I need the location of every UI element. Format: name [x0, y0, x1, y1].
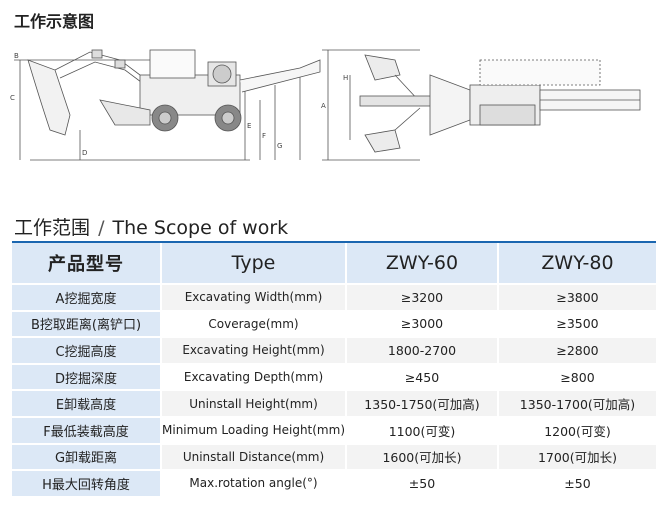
row-label-cn: H最大回转角度 — [12, 471, 162, 498]
value-zwy80: ±50 — [499, 471, 656, 498]
dim-label-g: G — [277, 142, 282, 150]
table-row: G卸载距离 Uninstall Distance(mm) 1600(可加长) 1… — [12, 444, 656, 472]
value-zwy60: 1100(可变) — [347, 417, 499, 445]
header-model: 产品型号 — [12, 243, 162, 285]
value-zwy80: ≥2800 — [499, 338, 656, 365]
dim-label-h: H — [343, 74, 348, 82]
header-zwy60: ZWY-60 — [347, 243, 499, 285]
value-zwy80: 1700(可加长) — [499, 444, 656, 472]
table-top-rule — [12, 241, 656, 244]
row-label-cn: F最低装载高度 — [12, 417, 162, 445]
row-label-cn: E卸载高度 — [12, 391, 162, 418]
value-zwy80: ≥3500 — [499, 311, 656, 339]
side-view-labels: B C D E F G — [10, 52, 282, 157]
table-row: E卸载高度 Uninstall Height(mm) 1350-1750(可加高… — [12, 391, 656, 418]
row-label-cn: G卸载距离 — [12, 444, 162, 472]
scope-title-en: The Scope of work — [112, 217, 289, 239]
value-zwy60: 1800-2700 — [347, 338, 499, 365]
header-zwy80: ZWY-80 — [499, 243, 656, 285]
table-row: A挖掘宽度 Excavating Width(mm) ≥3200 ≥3800 — [12, 285, 656, 312]
row-label-cn: C挖掘高度 — [12, 338, 162, 365]
dim-label-f: F — [262, 132, 266, 140]
side-view-drawing — [14, 49, 321, 161]
dim-label-b: B — [14, 52, 19, 60]
value-zwy60: 1350-1750(可加高) — [347, 391, 499, 418]
value-zwy80: 1200(可变) — [499, 417, 656, 445]
value-zwy80: ≥800 — [499, 364, 656, 392]
value-zwy60: ≥3000 — [347, 311, 499, 339]
value-zwy60: ±50 — [347, 471, 499, 498]
section-title-diagram: 工作示意图 — [14, 12, 95, 31]
value-zwy80: ≥3800 — [499, 285, 656, 312]
value-zwy60: ≥450 — [347, 364, 499, 392]
table-row: B挖取距离(离铲口) Coverage(mm) ≥3000 ≥3500 — [12, 311, 656, 339]
scope-title-separator: / — [98, 217, 105, 239]
header-type: Type — [162, 243, 347, 285]
table-row: C挖掘高度 Excavating Height(mm) 1800-2700 ≥2… — [12, 338, 656, 365]
value-zwy60: 1600(可加长) — [347, 444, 499, 472]
row-label-en: Excavating Depth(mm) — [162, 364, 347, 392]
spec-table: 产品型号 Type ZWY-60 ZWY-80 A挖掘宽度 Excavating… — [12, 243, 656, 498]
dim-label-c: C — [10, 94, 15, 102]
table-row: D挖掘深度 Excavating Depth(mm) ≥450 ≥800 — [12, 364, 656, 392]
row-label-cn: A挖掘宽度 — [12, 285, 162, 312]
row-label-en: Excavating Width(mm) — [162, 285, 347, 312]
dim-label-d: D — [82, 149, 87, 157]
value-zwy80: 1350-1700(可加高) — [499, 391, 656, 418]
table-header-row: 产品型号 Type ZWY-60 ZWY-80 — [12, 243, 656, 285]
dim-label-e: E — [247, 122, 251, 130]
row-label-en: Coverage(mm) — [162, 311, 347, 339]
top-view-drawing — [322, 49, 641, 161]
scope-title-cn: 工作范围 — [14, 217, 91, 239]
table-row: F最低装载高度 Minimum Loading Height(mm) 1100(… — [12, 417, 656, 445]
section-title-scope: 工作范围 / The Scope of work — [14, 213, 288, 240]
row-label-cn: D挖掘深度 — [12, 364, 162, 392]
top-view-labels: H A — [321, 74, 348, 110]
row-label-en: Uninstall Height(mm) — [162, 391, 347, 418]
row-label-en: Minimum Loading Height(mm) — [162, 417, 347, 445]
row-label-en: Max.rotation angle(°) — [162, 471, 347, 498]
row-label-cn: B挖取距离(离铲口) — [12, 311, 162, 339]
value-zwy60: ≥3200 — [347, 285, 499, 312]
table-row: H最大回转角度 Max.rotation angle(°) ±50 ±50 — [12, 471, 656, 498]
row-label-en: Uninstall Distance(mm) — [162, 444, 347, 472]
machine-diagram: B C D E F G H A — [10, 49, 641, 161]
row-label-en: Excavating Height(mm) — [162, 338, 347, 365]
dim-label-a: A — [321, 102, 326, 110]
